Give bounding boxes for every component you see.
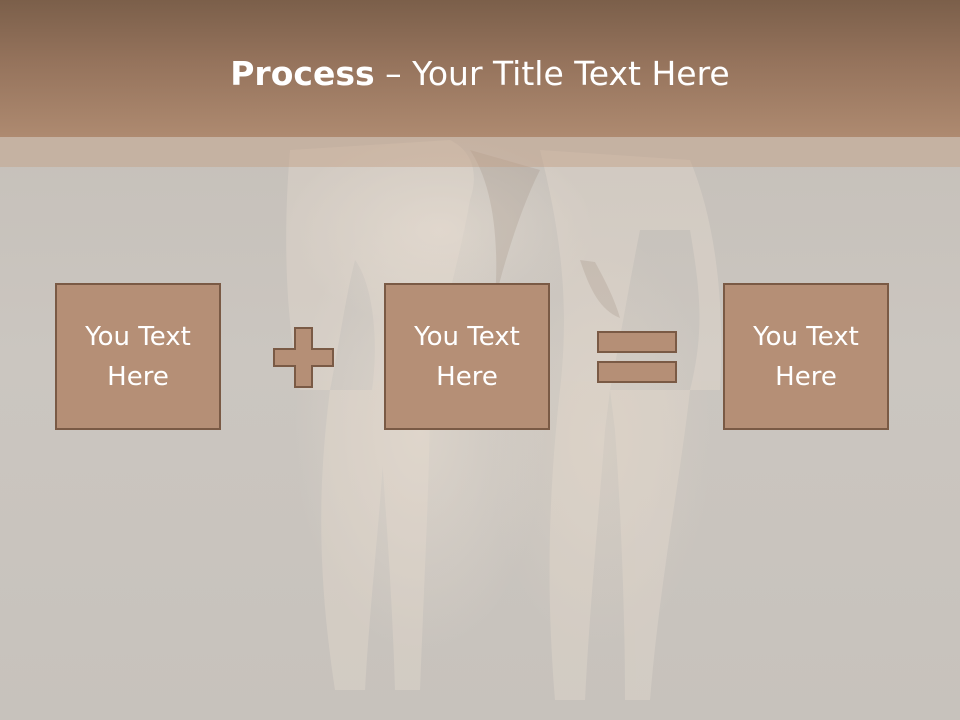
title-rest: – Your Title Text Here xyxy=(374,54,730,93)
equals-icon xyxy=(597,331,677,383)
title-band xyxy=(0,137,960,167)
process-box-1-label: You Text Here xyxy=(85,321,191,392)
title-bold: Process xyxy=(230,54,375,93)
process-box-1[interactable]: You Text Here xyxy=(55,283,221,430)
process-box-2[interactable]: You Text Here xyxy=(384,283,550,430)
plus-icon xyxy=(273,327,334,388)
title-bar xyxy=(0,0,960,137)
process-box-3[interactable]: You Text Here xyxy=(723,283,889,430)
process-box-2-label: You Text Here xyxy=(414,321,520,392)
process-box-3-label: You Text Here xyxy=(753,321,859,392)
slide-title[interactable]: Process – Your Title Text Here xyxy=(0,52,960,96)
